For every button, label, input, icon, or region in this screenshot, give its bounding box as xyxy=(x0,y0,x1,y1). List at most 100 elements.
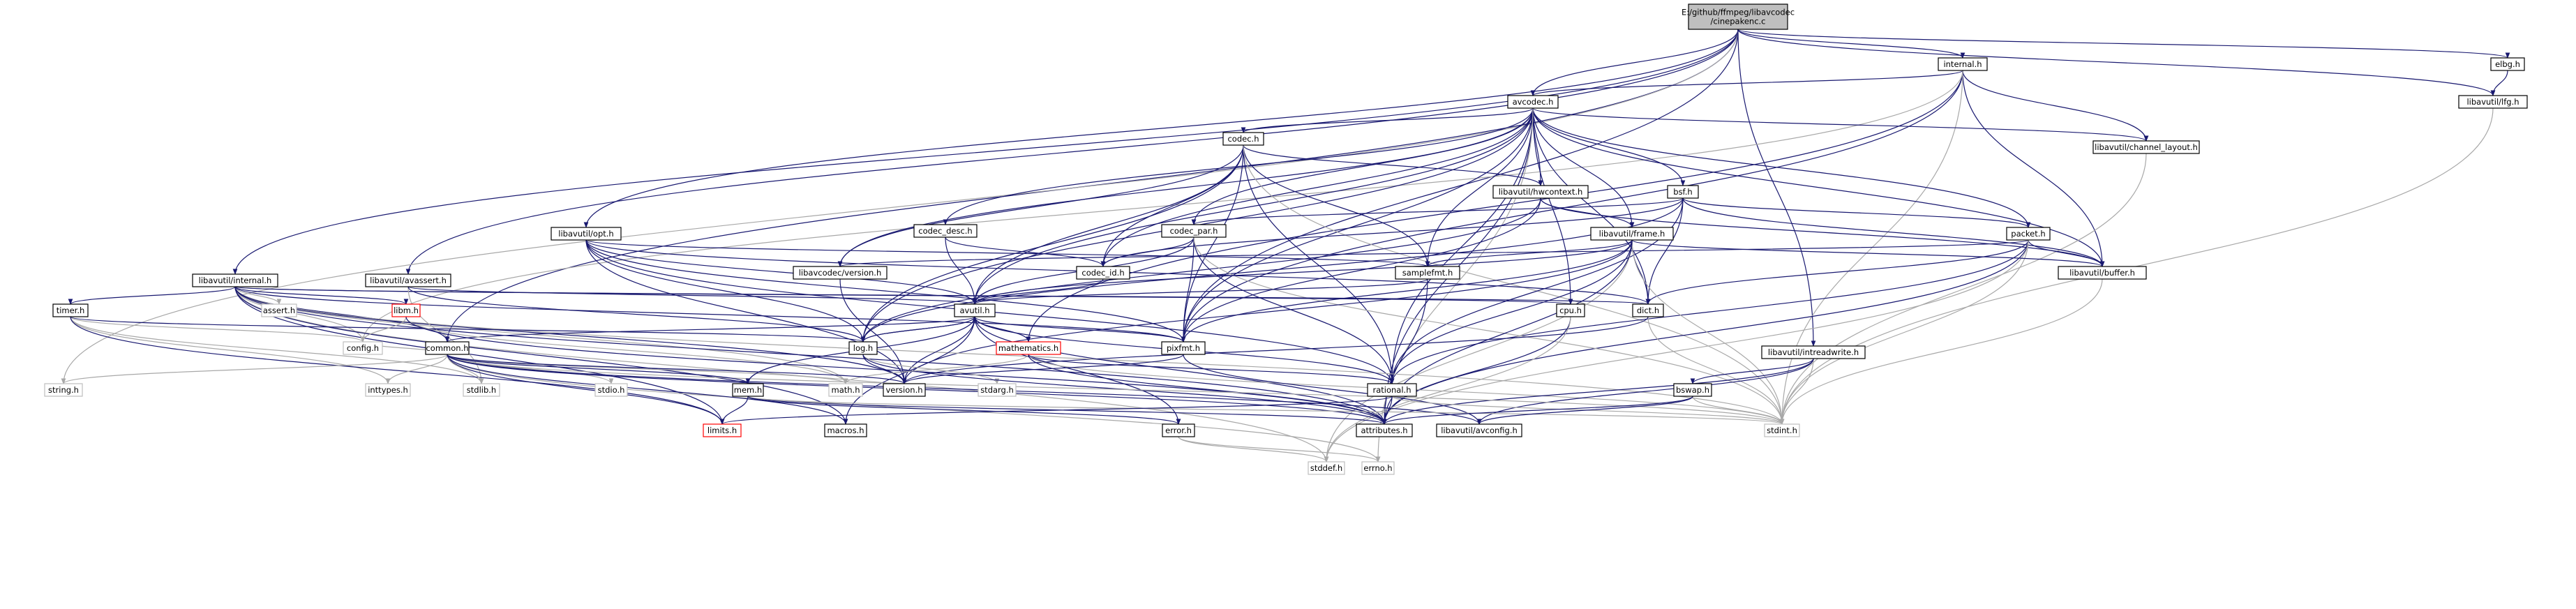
node-box-math[interactable] xyxy=(828,383,863,397)
node-box-opt[interactable] xyxy=(551,227,622,241)
node-box-codecid[interactable] xyxy=(1076,266,1130,280)
node-math[interactable]: math.h xyxy=(828,383,863,397)
node-box-version[interactable] xyxy=(883,383,926,397)
node-common[interactable]: common.h xyxy=(425,341,470,355)
node-config[interactable]: config.h xyxy=(343,341,383,355)
node-box-common[interactable] xyxy=(425,341,470,355)
node-avcversion[interactable]: libavcodec/version.h xyxy=(793,266,888,280)
node-box-assert[interactable] xyxy=(261,303,297,317)
node-codecid[interactable]: codec_id.h xyxy=(1076,266,1130,280)
node-lfg[interactable]: libavutil/lfg.h xyxy=(2458,95,2528,109)
node-box-samplefmt[interactable] xyxy=(1395,266,1460,280)
node-hwcontext[interactable]: libavutil/hwcontext.h xyxy=(1492,185,1589,199)
node-box-frame[interactable] xyxy=(1590,227,1674,241)
node-box-stdlib[interactable] xyxy=(463,383,500,397)
node-box-log[interactable] xyxy=(848,341,878,355)
node-avutil[interactable]: avutil.h xyxy=(954,303,996,317)
node-string[interactable]: string.h xyxy=(44,383,83,397)
node-box-lfg[interactable] xyxy=(2458,95,2528,109)
node-box-buffer[interactable] xyxy=(2058,266,2147,280)
node-box-avcversion[interactable] xyxy=(793,266,888,280)
node-stdlib[interactable]: stdlib.h xyxy=(463,383,500,397)
node-box-inttypes[interactable] xyxy=(365,383,411,397)
node-stdint[interactable]: stdint.h xyxy=(1764,423,1800,437)
node-box-utilinternal[interactable] xyxy=(192,273,278,287)
node-intreadwrite[interactable]: libavutil/intreadwrite.h xyxy=(1761,345,1866,359)
node-box-stdio[interactable] xyxy=(594,383,628,397)
node-avcodec[interactable]: avcodec.h xyxy=(1507,95,1559,109)
node-codecpar[interactable]: codec_par.h xyxy=(1161,224,1227,238)
node-avassert[interactable]: libavutil/avassert.h xyxy=(365,273,451,287)
node-chlayout[interactable]: libavutil/channel_layout.h xyxy=(2092,140,2200,154)
node-box-codecdesc[interactable] xyxy=(913,224,978,238)
node-stdio[interactable]: stdio.h xyxy=(594,383,628,397)
node-elbg[interactable]: elbg.h xyxy=(2490,57,2525,71)
node-box-intreadwrite[interactable] xyxy=(1761,345,1866,359)
node-box-avconfig[interactable] xyxy=(1436,423,1522,437)
node-box-avassert[interactable] xyxy=(365,273,451,287)
node-box-libm[interactable] xyxy=(391,303,421,317)
node-box-mem[interactable] xyxy=(732,383,764,397)
node-cpu[interactable]: cpu.h xyxy=(1556,303,1585,317)
node-assert[interactable]: assert.h xyxy=(261,303,297,317)
node-opt[interactable]: libavutil/opt.h xyxy=(551,227,622,241)
node-avconfig[interactable]: libavutil/avconfig.h xyxy=(1436,423,1522,437)
node-timer[interactable]: timer.h xyxy=(52,303,89,317)
node-box-packet[interactable] xyxy=(2006,227,2051,241)
node-box-mathematics[interactable] xyxy=(996,341,1061,355)
node-buffer[interactable]: libavutil/buffer.h xyxy=(2058,266,2147,280)
node-box-errno[interactable] xyxy=(1361,461,1395,475)
node-box-codec[interactable] xyxy=(1222,132,1264,146)
node-box-bswap[interactable] xyxy=(1673,383,1712,397)
node-stddef[interactable]: stddef.h xyxy=(1308,461,1345,475)
node-stdarg[interactable]: stdarg.h xyxy=(978,383,1017,397)
node-error[interactable]: error.h xyxy=(1162,423,1195,437)
node-frame[interactable]: libavutil/frame.h xyxy=(1590,227,1674,241)
node-box-limits[interactable] xyxy=(703,423,742,437)
node-pixfmt[interactable]: pixfmt.h xyxy=(1161,341,1206,355)
node-box-pixfmt[interactable] xyxy=(1161,341,1206,355)
node-rational[interactable]: rational.h xyxy=(1367,383,1417,397)
node-box-dict[interactable] xyxy=(1632,303,1664,317)
node-attributes[interactable]: attributes.h xyxy=(1356,423,1413,437)
node-limits[interactable]: limits.h xyxy=(703,423,742,437)
node-box-string[interactable] xyxy=(44,383,83,397)
node-box-root[interactable] xyxy=(1688,3,1788,30)
node-box-error[interactable] xyxy=(1162,423,1195,437)
node-errno[interactable]: errno.h xyxy=(1361,461,1395,475)
node-mem[interactable]: mem.h xyxy=(732,383,764,397)
node-version[interactable]: version.h xyxy=(883,383,926,397)
node-box-stdarg[interactable] xyxy=(978,383,1017,397)
node-box-elbg[interactable] xyxy=(2490,57,2525,71)
node-samplefmt[interactable]: samplefmt.h xyxy=(1395,266,1460,280)
node-inttypes[interactable]: inttypes.h xyxy=(365,383,411,397)
node-box-rational[interactable] xyxy=(1367,383,1417,397)
node-box-attributes[interactable] xyxy=(1356,423,1413,437)
node-box-internal[interactable] xyxy=(1938,57,1988,71)
node-bswap[interactable]: bswap.h xyxy=(1673,383,1712,397)
node-box-codecpar[interactable] xyxy=(1161,224,1227,238)
node-box-avutil[interactable] xyxy=(954,303,996,317)
node-root[interactable]: E:/github/ffmpeg/libavcodec/cinepakenc.c xyxy=(1682,3,1795,30)
node-dict[interactable]: dict.h xyxy=(1632,303,1664,317)
node-box-bsf[interactable] xyxy=(1667,185,1699,199)
node-codecdesc[interactable]: codec_desc.h xyxy=(913,224,978,238)
node-box-config[interactable] xyxy=(343,341,383,355)
node-log[interactable]: log.h xyxy=(848,341,878,355)
node-box-avcodec[interactable] xyxy=(1507,95,1559,109)
node-macros[interactable]: macros.h xyxy=(824,423,867,437)
node-internal[interactable]: internal.h xyxy=(1938,57,1988,71)
node-libm[interactable]: libm.h xyxy=(391,303,421,317)
node-box-macros[interactable] xyxy=(824,423,867,437)
node-packet[interactable]: packet.h xyxy=(2006,227,2051,241)
node-mathematics[interactable]: mathematics.h xyxy=(996,341,1061,355)
node-codec[interactable]: codec.h xyxy=(1222,132,1264,146)
node-box-cpu[interactable] xyxy=(1556,303,1585,317)
node-box-chlayout[interactable] xyxy=(2092,140,2200,154)
node-box-hwcontext[interactable] xyxy=(1492,185,1589,199)
node-box-stdint[interactable] xyxy=(1764,423,1800,437)
node-box-timer[interactable] xyxy=(52,303,89,317)
node-bsf[interactable]: bsf.h xyxy=(1667,185,1699,199)
node-box-stddef[interactable] xyxy=(1308,461,1345,475)
node-utilinternal[interactable]: libavutil/internal.h xyxy=(192,273,278,287)
